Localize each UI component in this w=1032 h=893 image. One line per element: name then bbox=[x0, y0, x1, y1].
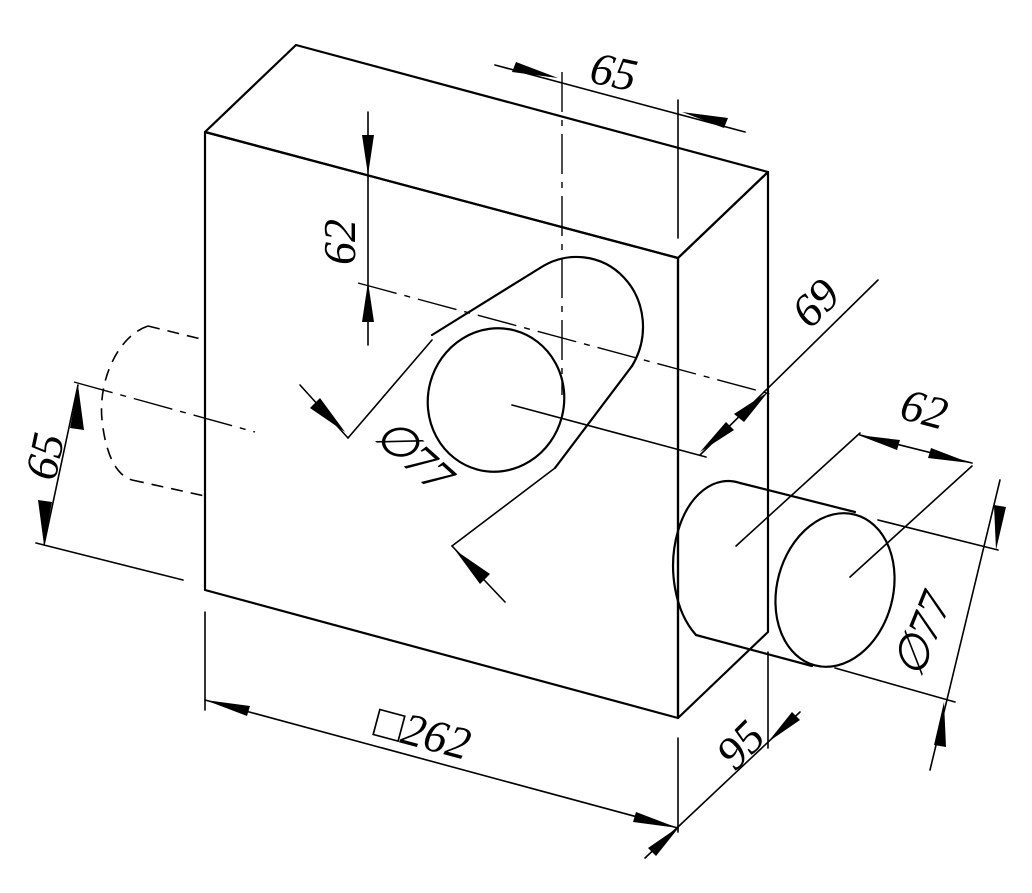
arrow-69-bottom bbox=[700, 422, 734, 452]
arrow-62-boss-left bbox=[858, 435, 900, 450]
left-hidden-boss bbox=[73, 325, 256, 497]
arrow-62-bottom bbox=[362, 282, 374, 322]
arrow-d77-boss-top bbox=[994, 505, 1006, 550]
dim-block-width: □262 bbox=[369, 695, 476, 769]
arrow-69-top bbox=[734, 392, 768, 422]
dimension-labels: 65 62 69 ∅77 62 ∅77 65 □262 95 bbox=[15, 42, 962, 779]
dim-side-boss-offset: 65 bbox=[15, 428, 74, 484]
extension-lines bbox=[35, 64, 1001, 859]
block-outline bbox=[203, 43, 770, 720]
dim-hole-diameter: ∅77 bbox=[365, 408, 465, 505]
arrow-d77-hole-top bbox=[310, 398, 345, 432]
dim-hole-offset-x: 65 bbox=[586, 42, 642, 101]
arrow-65-side-top bbox=[70, 385, 84, 430]
arrow-262-left bbox=[205, 700, 250, 716]
arrow-262-right bbox=[633, 812, 678, 828]
dim-hole-depth: 69 bbox=[781, 268, 850, 337]
arrow-62-top bbox=[362, 135, 374, 175]
arrow-62-boss-right bbox=[928, 448, 970, 463]
dim-hole-offset-y: 62 bbox=[314, 219, 365, 265]
arrow-65-side-bottom bbox=[38, 500, 52, 545]
arrow-95-left bbox=[648, 826, 680, 856]
dim-boss-length: 62 bbox=[895, 378, 953, 439]
dim-block-thickness: 95 bbox=[706, 710, 775, 779]
dim-boss-diameter: ∅77 bbox=[882, 583, 962, 684]
center-lines bbox=[357, 72, 973, 578]
arrow-65-left bbox=[512, 62, 558, 78]
arrow-d77-hole-bottom bbox=[455, 550, 490, 584]
right-boss bbox=[672, 479, 896, 668]
arrow-d77-boss-bottom bbox=[934, 702, 946, 747]
dimension-arrows bbox=[38, 62, 1006, 856]
arrow-65-right bbox=[682, 112, 728, 128]
front-hole bbox=[426, 255, 645, 473]
arrow-95-right bbox=[768, 712, 800, 742]
